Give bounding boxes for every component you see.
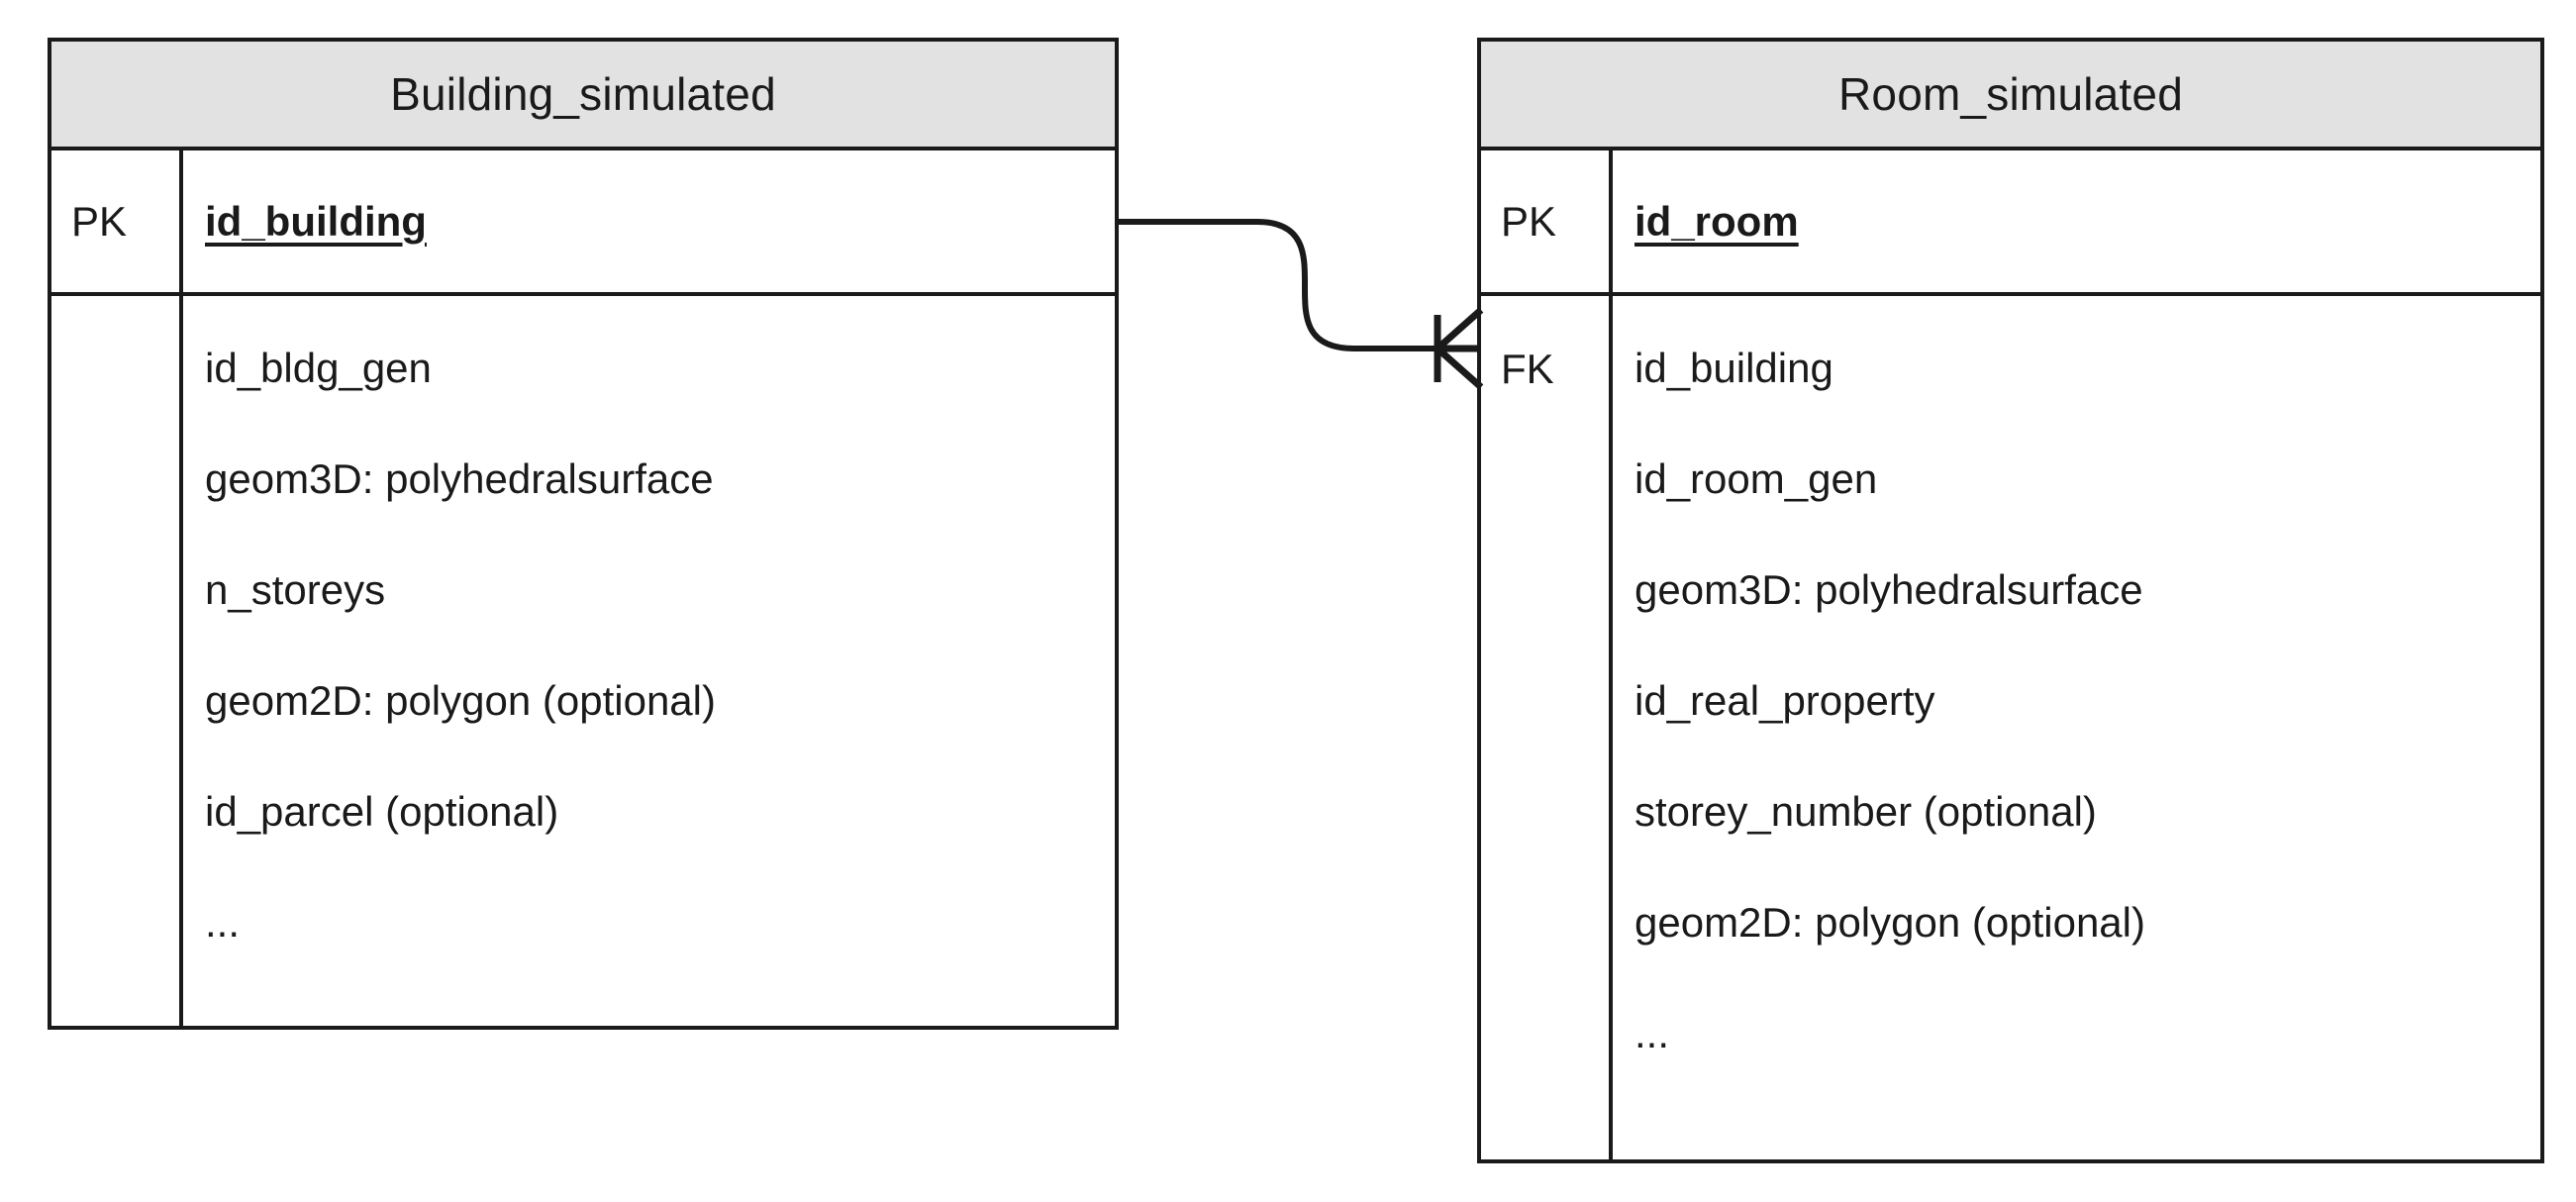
attribute-id-building: id_building (205, 197, 427, 245)
entity-body-room-simulated: PK id_room FK id_building id_room_gen ge… (1481, 150, 2540, 1163)
entity-body-building-simulated: PK id_building id_bldg_gen geom3D: polyh… (51, 150, 1115, 1030)
attribute-storey-number: storey_number (optional) (1635, 788, 2097, 835)
attribute-ellipsis: ... (205, 899, 241, 946)
attribute-list-building: id_bldg_gen geom3D: polyhedralsurface n_… (179, 296, 716, 944)
crows-foot-prong-lower (1435, 346, 1484, 390)
attribute-id-parcel: id_parcel (optional) (205, 788, 559, 835)
crows-foot-marker (1434, 307, 1484, 390)
entity-title-building-simulated: Building_simulated (51, 42, 1115, 150)
entity-building-simulated[interactable]: Building_simulated PK id_building id_bld… (48, 38, 1119, 1030)
attribute-ellipsis: ... (1635, 1010, 1670, 1056)
attribute-id-room: id_room (1635, 197, 1799, 245)
attribute-geom2d: geom2D: polygon (optional) (1635, 899, 2145, 946)
key-label-pk: PK (71, 197, 128, 245)
attribute-id-real-property: id_real_property (1635, 677, 1935, 724)
attribute-id-building-fk: id_building (1635, 345, 1833, 391)
key-label-pk: PK (1501, 197, 1557, 245)
attribute-id-bldg-gen: id_bldg_gen (205, 345, 432, 391)
entity-title-room-simulated: Room_simulated (1481, 42, 2540, 150)
attribute-n-storeys: n_storeys (205, 566, 386, 613)
crows-foot-prong-upper (1435, 307, 1484, 351)
relationship-line (1119, 219, 1477, 351)
attribute-geom3d: geom3D: polyhedralsurface (205, 455, 714, 502)
table-row-attributes: id_bldg_gen geom3D: polyhedralsurface n_… (51, 296, 1115, 1026)
key-column-divider (179, 150, 183, 1030)
attribute-geom3d: geom3D: polyhedralsurface (1635, 566, 2143, 613)
attribute-list-room: id_building id_room_gen geom3D: polyhedr… (1609, 296, 2145, 1054)
key-column-divider (1609, 150, 1613, 1163)
table-row-primary-key[interactable]: PK id_building (51, 150, 1115, 296)
attribute-id-room-gen: id_room_gen (1635, 455, 1878, 502)
table-row-foreign-key[interactable]: FK id_building id_room_gen geom3D: polyh… (1481, 296, 2540, 1159)
key-label-fk: FK (1501, 345, 1554, 392)
table-row-primary-key[interactable]: PK id_room (1481, 150, 2540, 296)
attribute-geom2d: geom2D: polygon (optional) (205, 677, 716, 724)
entity-room-simulated[interactable]: Room_simulated PK id_room FK id_building… (1477, 38, 2544, 1163)
